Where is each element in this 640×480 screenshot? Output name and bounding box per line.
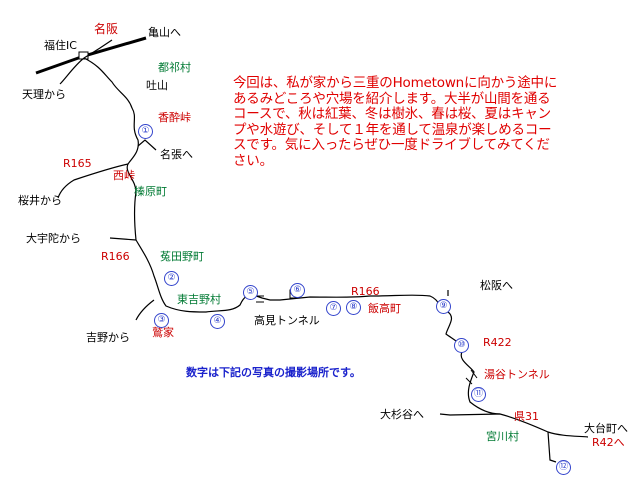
label-tsuge: 都祁村 (158, 61, 191, 74)
label-r166-east: R166 (351, 285, 380, 298)
takami-tunnel-mark (256, 295, 264, 303)
marker-12[interactable]: ⑫ (556, 460, 571, 475)
label-washika: 鷲家 (152, 326, 174, 339)
label-fukusumi-ic: 福住IC (44, 39, 77, 52)
label-r166-west: R166 (101, 250, 130, 263)
main-route (83, 57, 589, 438)
marker-10[interactable]: ⑩ (454, 338, 469, 353)
label-odaicho: 大台町へ (584, 422, 628, 435)
branch-nabari (137, 139, 157, 151)
marker-3[interactable]: ③ (154, 313, 169, 328)
marker-1[interactable]: ① (138, 124, 153, 139)
marker-7[interactable]: ⑦ (326, 301, 341, 316)
marker-9[interactable]: ⑨ (436, 299, 451, 314)
label-yoshino: 吉野から (86, 331, 130, 344)
branch-tenri (59, 57, 85, 85)
label-r165: R165 (63, 157, 92, 170)
label-iitaka: 飯高町 (368, 302, 401, 315)
marker-5[interactable]: ⑤ (243, 285, 258, 300)
label-takami-tunnel: 高見トンネル (254, 314, 320, 327)
branch-miyagawa (547, 431, 557, 463)
label-meihan: 名阪 (94, 22, 119, 36)
label-tenri: 天理から (22, 88, 66, 101)
label-sakurai: 桜井から (18, 194, 62, 207)
label-miyagawa: 宮川村 (486, 430, 519, 443)
marker-8[interactable]: ⑧ (346, 300, 361, 315)
label-haibara: 榛原町 (134, 185, 167, 198)
label-nishitoge: 西峠 (113, 169, 135, 182)
label-nabari: 名張へ (160, 148, 193, 161)
label-higashiyoshino: 東吉野村 (177, 293, 221, 306)
label-matsusaka: 松阪へ (480, 279, 513, 292)
marker-11[interactable]: ⑪ (471, 387, 486, 402)
branch-kameyama (83, 39, 113, 59)
label-hayama: 吐山 (146, 79, 168, 92)
branch-sakurai (57, 163, 129, 199)
intro-text: 今回は、私が家から三重のHometownに向かう途中にあるみどころや穴場を紹介し… (233, 75, 558, 169)
marker-6[interactable]: ⑥ (290, 283, 305, 298)
yuya-tunnel-mark (465, 369, 478, 385)
label-osugidani: 大杉谷へ (380, 408, 424, 421)
photo-location-note: 数字は下記の写真の撮影場所です。 (186, 366, 361, 379)
marker-4[interactable]: ④ (210, 314, 225, 329)
label-ken31: 県31 (514, 410, 539, 423)
branch-yoshino (135, 299, 155, 321)
label-kameyama: 亀山へ (148, 26, 181, 39)
label-ouda: 大宇陀から (26, 232, 81, 245)
label-udano: 菟田野町 (160, 250, 204, 263)
label-r42: R42へ (592, 436, 625, 449)
branch-osugidani (439, 413, 501, 416)
marker-2[interactable]: ② (164, 271, 179, 286)
label-r422: R422 (483, 336, 512, 349)
label-kosuitoge: 香酔峠 (158, 111, 191, 124)
branch-ouda (109, 237, 137, 241)
label-yuya-tunnel: 湯谷トンネル (484, 368, 550, 381)
